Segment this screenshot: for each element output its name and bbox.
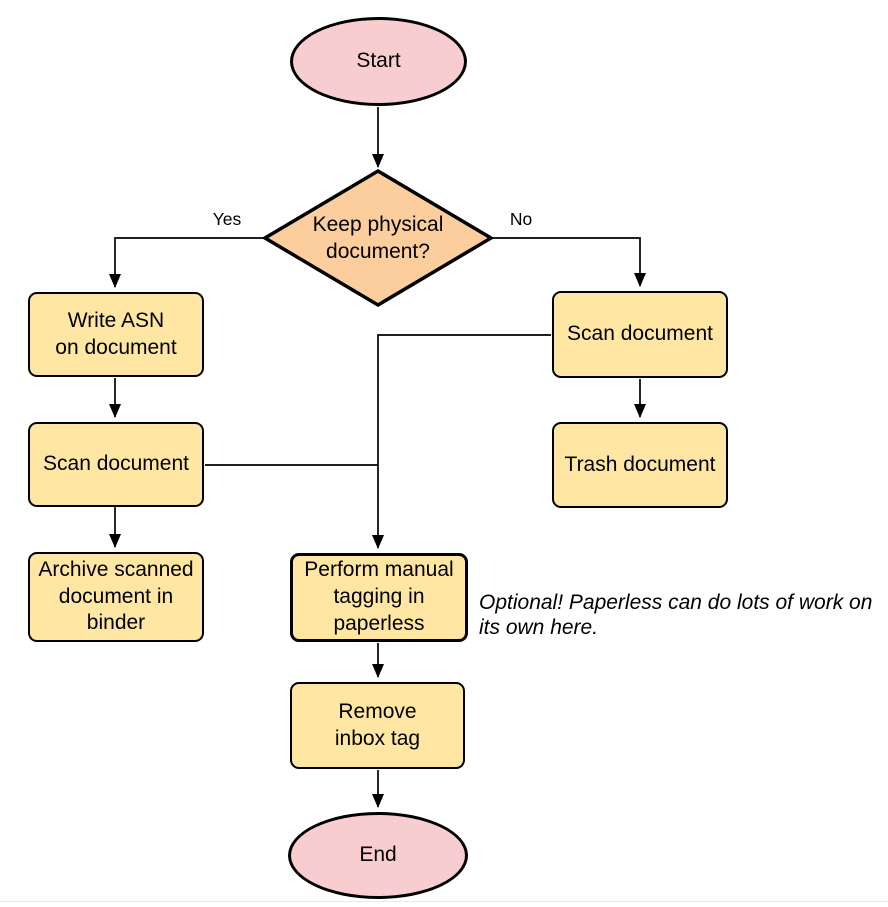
- node-archive-binder: Archive scanned document in binder: [28, 552, 204, 642]
- edge-label-no: No: [509, 209, 533, 229]
- node-start: Start: [290, 17, 467, 106]
- node-write-asn-label: Write ASN on document: [55, 308, 177, 359]
- bottom-divider: [0, 901, 888, 902]
- node-remove-inbox-tag-label: Remove inbox tag: [334, 699, 421, 750]
- edge-scan-right-tagging: [372, 334, 551, 549]
- node-trash-document: Trash document: [552, 422, 728, 508]
- edge-label-yes: Yes: [212, 209, 242, 229]
- node-write-asn: Write ASN on document: [28, 292, 204, 377]
- node-scan-document-right-label: Scan document: [567, 322, 713, 346]
- node-manual-tagging: Perform manual tagging in paperless: [290, 553, 468, 642]
- edge-decision-scan-right: [490, 237, 646, 287]
- decision-diamond-shape: [261, 168, 495, 308]
- node-scan-document-left: Scan document: [28, 422, 204, 507]
- edge-decision-write-asn: [109, 237, 266, 288]
- node-scan-document-left-label: Scan document: [43, 452, 189, 476]
- node-scan-document-right: Scan document: [552, 291, 728, 378]
- node-start-label: Start: [356, 49, 401, 73]
- node-decision-label: Keep physical document?: [312, 213, 444, 263]
- node-archive-binder-label: Archive scanned document in binder: [38, 557, 194, 635]
- node-end: End: [288, 812, 468, 899]
- node-remove-inbox-tag: Remove inbox tag: [290, 682, 465, 769]
- node-trash-document-label: Trash document: [564, 452, 716, 476]
- node-end-label: End: [359, 843, 397, 867]
- optional-annotation: Optional! Paperless can do lots of work …: [479, 591, 873, 640]
- node-manual-tagging-label: Perform manual tagging in paperless: [304, 558, 454, 635]
